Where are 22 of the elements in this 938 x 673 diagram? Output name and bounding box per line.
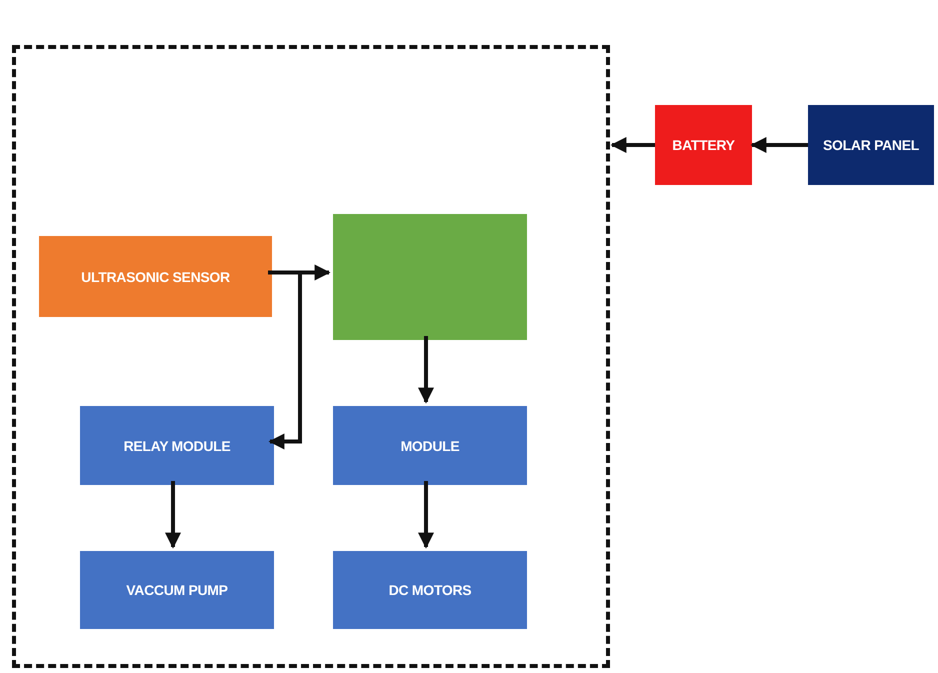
- arrow: [418, 336, 434, 404]
- battery-box: [655, 105, 752, 185]
- driver-box: [333, 406, 527, 485]
- arrow: [165, 481, 181, 549]
- node-label: VACCUM PUMP: [126, 582, 228, 598]
- dashed-boundary: [12, 45, 610, 668]
- relay-box: [80, 406, 274, 485]
- solar-panel-box: [808, 105, 934, 185]
- node-label: ULTRASONIC SENSOR: [81, 268, 230, 284]
- arrow: [268, 270, 302, 450]
- node-label: BATTERY: [672, 137, 735, 153]
- controller-box: [333, 214, 527, 340]
- arrow: [418, 481, 434, 549]
- node-label: MODULE: [400, 438, 460, 454]
- arrow: [750, 137, 808, 153]
- node-label: DC MOTORS: [388, 582, 472, 598]
- arrow: [610, 137, 655, 153]
- node-label: RELAY MODULE: [124, 438, 230, 454]
- pump-box: [80, 551, 274, 629]
- node-label: SOLAR PANEL: [823, 137, 919, 153]
- motor-box: [333, 551, 527, 629]
- sensor-box: [39, 236, 272, 317]
